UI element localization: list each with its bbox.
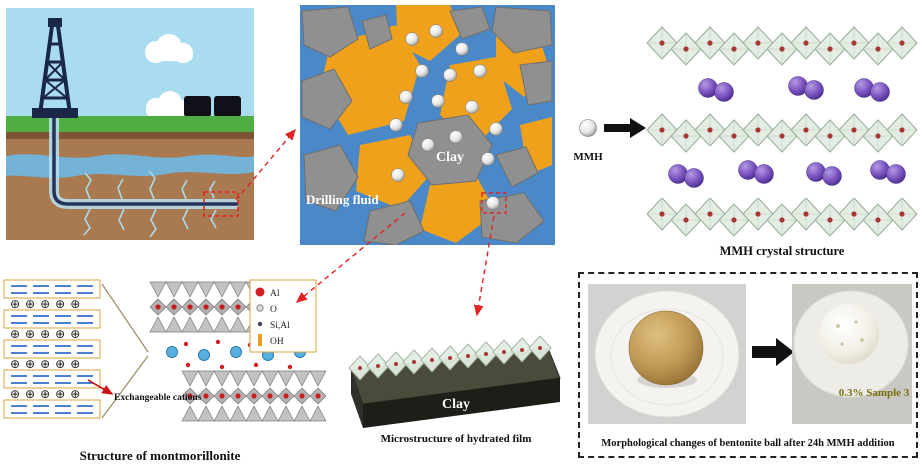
legend-marker-o	[256, 304, 264, 312]
mmh-seed-sphere	[579, 119, 597, 137]
legend-label-al: Al	[270, 289, 280, 299]
legend-label-o: O	[270, 305, 277, 315]
legend-marker-al	[255, 287, 265, 297]
legend-marker-sial	[257, 321, 263, 327]
bentonite-ball-after	[819, 304, 879, 364]
hydrated-film-panel: Clay Microstructure of hydrated film	[348, 335, 561, 445]
clay-suspension-panel: Clay Drilling fluid	[300, 5, 555, 245]
montmorillonite-panel: ⊕ ⊕ ⊕ ⊕ ⊕ ⊕ ⊕ ⊕ ⊕ ⊕ ⊕ ⊕ ⊕ ⊕ ⊕ ⊕ ⊕ ⊕ ⊕ ⊕	[3, 279, 327, 463]
legend: Al O Si,Al OH	[249, 279, 317, 353]
legend-label-oh: OH	[270, 337, 284, 347]
drilling-fluid-label: Drilling fluid	[306, 192, 379, 207]
zoom-region-box	[203, 191, 239, 217]
interlayer-cation-row: ⊕ ⊕ ⊕ ⊕ ⊕	[10, 327, 81, 341]
bentonite-photos: 0.3% Sample 3 Morphological changes of b…	[588, 284, 912, 449]
interlayer-cation-row: ⊕ ⊕ ⊕ ⊕ ⊕	[10, 357, 81, 371]
octahedra-layer-middle	[646, 113, 918, 153]
mmh-crystal-panel: MMH MMH	[573, 26, 918, 258]
mmh-caption: MMH crystal structure	[720, 244, 845, 258]
clay-layer-stack: ⊕ ⊕ ⊕ ⊕ ⊕ ⊕ ⊕ ⊕ ⊕ ⊕ ⊕ ⊕ ⊕ ⊕ ⊕ ⊕ ⊕ ⊕ ⊕ ⊕	[3, 279, 101, 419]
interlayer-cation-row: ⊕ ⊕ ⊕ ⊕ ⊕	[10, 387, 81, 401]
bentonite-ball-before	[628, 310, 704, 386]
photo-after	[792, 284, 912, 424]
film-caption: Microstructure of hydrated film	[381, 433, 532, 445]
legend-marker-oh	[258, 334, 262, 346]
derrick-icon	[32, 18, 78, 118]
octahedra-layer-top	[646, 26, 918, 66]
wellbore-pipe	[52, 118, 238, 206]
storage-tanks-icon	[184, 96, 241, 117]
soil	[6, 132, 254, 240]
clay-particles	[301, 6, 553, 245]
photo-before	[588, 284, 746, 424]
cloud-icon	[145, 34, 193, 63]
legend-label-sial: Si,Al	[270, 321, 290, 331]
aquifer-layer	[6, 154, 254, 178]
topsoil-line	[6, 132, 254, 139]
film-clay-label: Clay	[442, 397, 470, 412]
bentonite-caption: Morphological changes of bentonite ball …	[601, 438, 894, 449]
interlayer-cations-row1	[698, 76, 890, 102]
cations-arrow	[87, 379, 114, 395]
zoom-region-box	[481, 192, 507, 214]
zoom-brace	[101, 283, 149, 419]
octahedra-layer-bottom	[646, 197, 918, 237]
fracture-lines	[83, 170, 217, 238]
interlayer-cation-row: ⊕ ⊕ ⊕ ⊕ ⊕	[10, 297, 81, 311]
crystal-sheet-bottom	[181, 370, 327, 422]
exchangeable-cations-label: Exchangeable cations	[114, 393, 202, 403]
interlayer-cations-row2	[668, 160, 906, 188]
drilling-site-illustration	[6, 8, 254, 240]
montmorillonite-caption: Structure of montmorillonite	[80, 448, 241, 463]
sample-label: 0.3% Sample 3	[839, 387, 910, 399]
bentonite-result-box: 0.3% Sample 3 Morphological changes of b…	[578, 272, 918, 458]
mmh-label: MMH	[573, 151, 603, 163]
arrow-right-icon	[752, 338, 794, 366]
clay-label: Clay	[436, 150, 464, 165]
arrow-right-icon	[604, 118, 646, 138]
grass	[6, 116, 254, 132]
